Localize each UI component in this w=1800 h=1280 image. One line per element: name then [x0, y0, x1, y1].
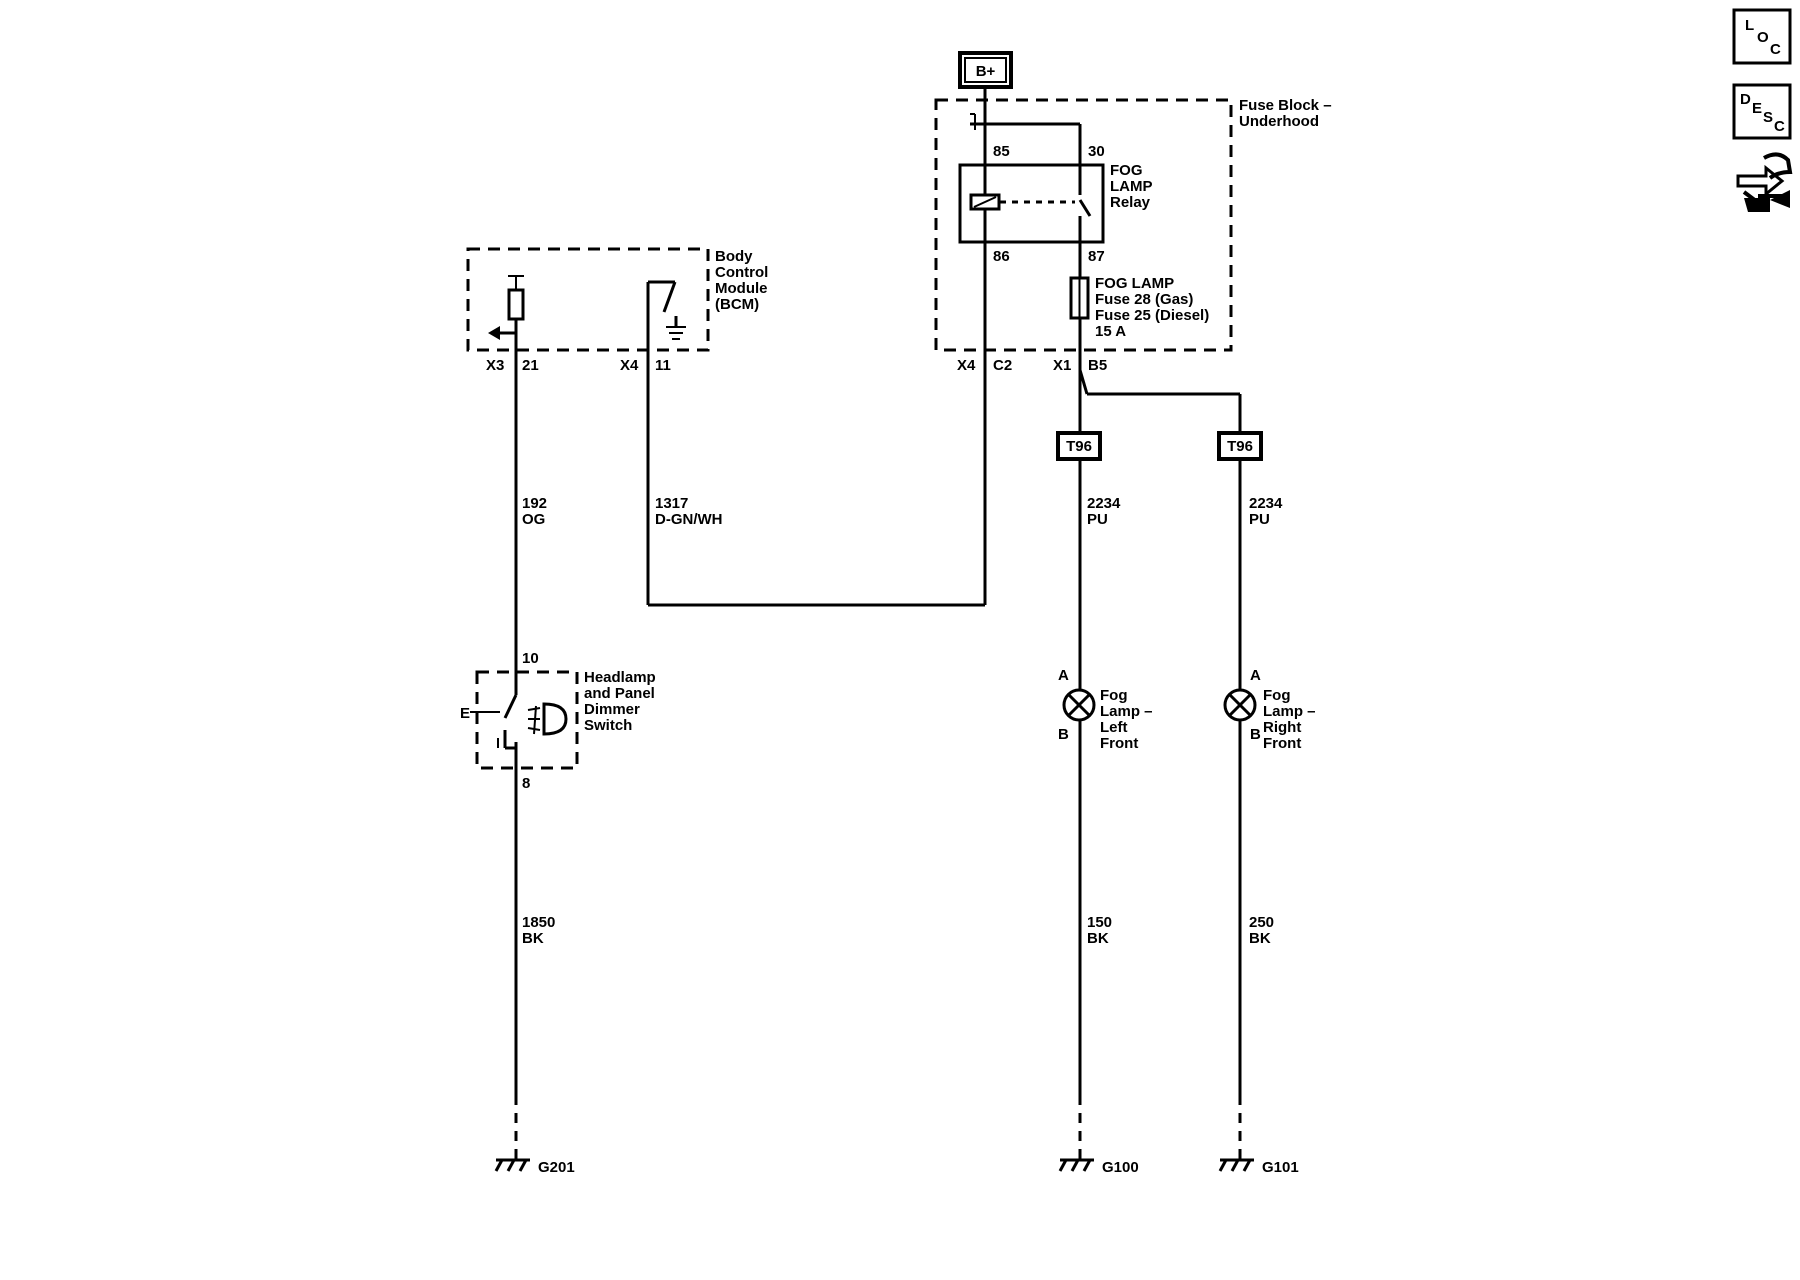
fuse-block-title-line1: Fuse Block –: [1239, 97, 1332, 114]
ground-g100: G100: [1058, 1152, 1139, 1176]
bcm-output-switch-icon: [646, 280, 686, 350]
lamp-left-label-line3: Left: [1100, 719, 1128, 736]
switch-contact-icon: [503, 694, 518, 719]
desc-letter-e: E: [1752, 100, 1762, 117]
relay-pin-85: 85: [993, 143, 1010, 160]
fog-lamp-right-front: A B Fog Lamp – Right Front: [1223, 667, 1316, 752]
fog-lamp-fuse: FOG LAMP Fuse 28 (Gas) Fuse 25 (Diesel) …: [1069, 275, 1209, 340]
bcm-pin-11: 11: [655, 357, 671, 374]
splice-t96-left: T96: [1056, 431, 1102, 461]
lamp-right-label-line2: Lamp –: [1263, 703, 1316, 720]
wire-2234-left-color: PU: [1087, 511, 1108, 528]
wire-1850-color: BK: [522, 930, 544, 947]
lamp-left-pin-a: A: [1058, 667, 1069, 684]
bcm-pin-21: 21: [522, 357, 539, 374]
fuse-label-line3: Fuse 25 (Diesel): [1095, 307, 1209, 324]
bcm-boundary: [466, 247, 710, 352]
fuse-block-boundary: [934, 98, 1233, 352]
description-view-button[interactable]: D E S C: [1732, 83, 1792, 140]
fog-lamp-left-front: A B Fog Lamp – Left Front: [1058, 667, 1153, 752]
lamp-right-pin-a: A: [1250, 667, 1261, 684]
relay-label-line3: Relay: [1110, 194, 1151, 211]
fog-lamp-indicator-icon: [527, 702, 568, 736]
splice-right-label: T96: [1227, 438, 1253, 455]
lamp-right-label-line3: Right: [1263, 719, 1301, 736]
switch-label-line3: Dimmer: [584, 701, 640, 718]
switch-pin-8: 8: [522, 775, 530, 792]
switch-pin-10: 10: [522, 650, 539, 667]
bcm-input-circuit-icon: [488, 275, 525, 350]
fuse-tap-icon: [970, 113, 976, 130]
switch-label-line2: and Panel: [584, 685, 655, 702]
battery-power-terminal: B+: [958, 51, 1013, 89]
wire-192-color: OG: [522, 511, 545, 528]
lamp-left-label-line1: Fog: [1100, 687, 1128, 704]
headlamp-dimmer-switch: 10 8 E Headlamp and Panel Dimmer Switch: [460, 650, 656, 792]
loc-letter-l: L: [1745, 17, 1754, 34]
fuse-label-line2: Fuse 28 (Gas): [1095, 291, 1193, 308]
switch-side-label: E: [460, 705, 470, 722]
relay-pin-87: 87: [1088, 248, 1105, 265]
bcm-conn-x3: X3: [486, 357, 504, 374]
battery-label: B+: [976, 63, 996, 80]
wire-150-number: 150: [1087, 914, 1112, 931]
loc-letter-c: C: [1770, 41, 1781, 58]
fuse-label-line1: FOG LAMP: [1095, 275, 1174, 292]
lamp-left-label-line2: Lamp –: [1100, 703, 1153, 720]
ground-g100-label: G100: [1102, 1159, 1139, 1176]
bcm-conn-x4: X4: [620, 357, 639, 374]
bcm-label-line3: Module: [715, 280, 768, 297]
lamp-left-pin-b: B: [1058, 726, 1069, 743]
lamp-right-label-line4: Front: [1263, 735, 1301, 752]
relay-label-line1: FOG: [1110, 162, 1143, 179]
splice-t96-right: T96: [1217, 431, 1263, 461]
wire-1317-number: 1317: [655, 495, 688, 512]
desc-letter-c: C: [1774, 118, 1785, 135]
ground-g201-label: G201: [538, 1159, 575, 1176]
bcm-label-line2: Control: [715, 264, 768, 281]
fuse-label-line4: 15 A: [1095, 323, 1126, 340]
wire-150-color: BK: [1087, 930, 1109, 947]
desc-letter-s: S: [1763, 109, 1773, 126]
ground-g201: G201: [494, 1152, 575, 1176]
relay-label-line2: LAMP: [1110, 178, 1153, 195]
wire-2234-right-color: PU: [1249, 511, 1270, 528]
fuse-block-pin-c2: C2: [993, 357, 1012, 374]
fuse-block-conn-x4: X4: [957, 357, 976, 374]
relay-contact-icon: [1078, 199, 1092, 217]
lamp-right-label-line1: Fog: [1263, 687, 1291, 704]
ground-g101: G101: [1218, 1152, 1299, 1176]
fuse-block-conn-x1: X1: [1053, 357, 1071, 374]
wire-250-color: BK: [1249, 930, 1271, 947]
bcm-label-line4: (BCM): [715, 296, 759, 313]
wire-2234-right-number: 2234: [1249, 495, 1283, 512]
ground-g101-label: G101: [1262, 1159, 1299, 1176]
relay-pin-30: 30: [1088, 143, 1105, 160]
desc-letter-d: D: [1740, 91, 1751, 108]
lamp-right-pin-b: B: [1250, 726, 1261, 743]
lamp-left-label-line4: Front: [1100, 735, 1138, 752]
wire-250-number: 250: [1249, 914, 1274, 931]
relay-pin-86: 86: [993, 248, 1010, 265]
switch-label-line1: Headlamp: [584, 669, 656, 686]
fog-lamp-relay: 85 30 86 87 FOG LAMP Relay: [958, 143, 1153, 265]
wire-2234-left-number: 2234: [1087, 495, 1121, 512]
fuse-block-title-line2: Underhood: [1239, 113, 1319, 130]
wire-1850-number: 1850: [522, 914, 555, 931]
wire-1317-color: D-GN/WH: [655, 511, 723, 528]
splice-left-label: T96: [1066, 438, 1092, 455]
wrench-arrows-icon[interactable]: [1736, 152, 1793, 212]
location-view-button[interactable]: L O C: [1732, 8, 1792, 65]
loc-letter-o: O: [1757, 29, 1769, 46]
switch-label-line4: Switch: [584, 717, 632, 734]
bcm-label-line1: Body: [715, 248, 753, 265]
fuse-block-pin-b5: B5: [1088, 357, 1107, 374]
wire-192-number: 192: [522, 495, 547, 512]
